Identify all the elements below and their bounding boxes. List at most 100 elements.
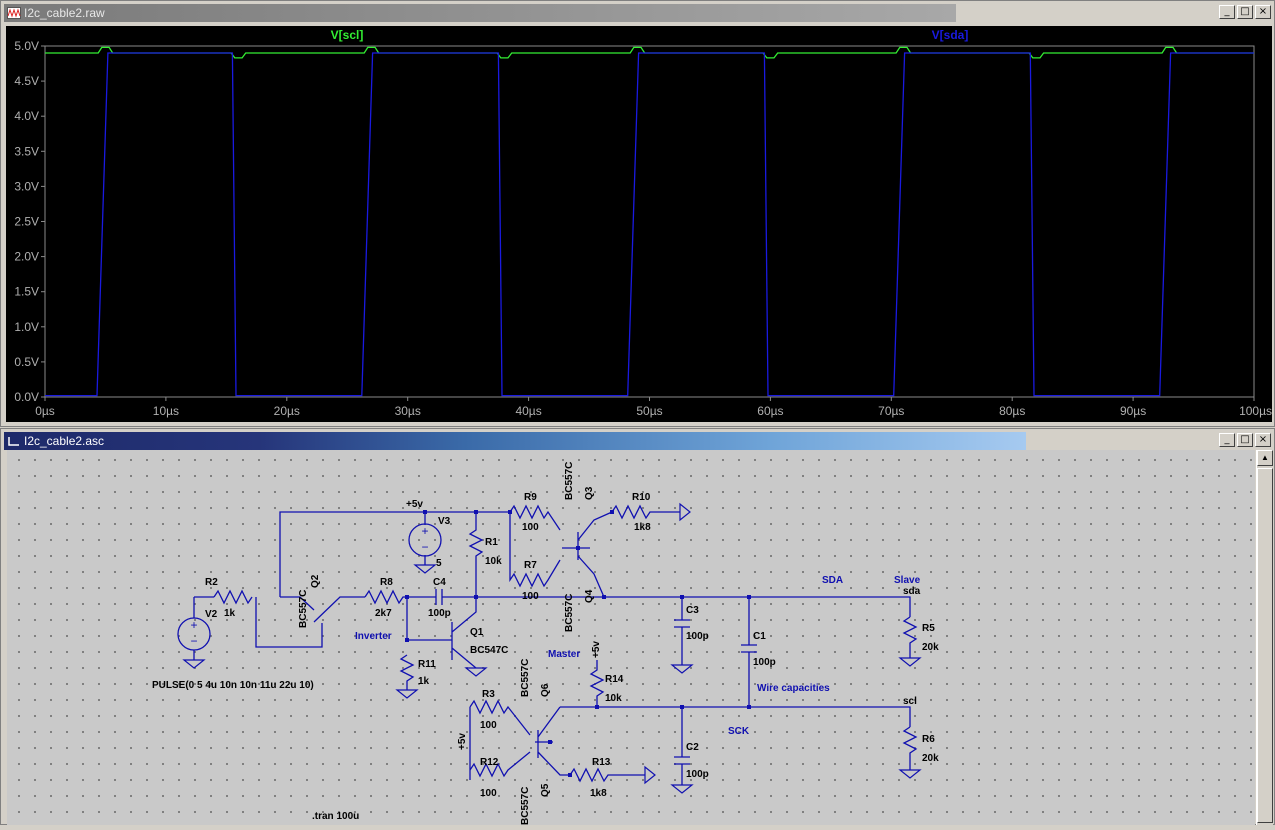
x-tick-label: 100µs xyxy=(1239,404,1272,418)
label-q5[interactable]: Q5 xyxy=(540,783,551,797)
label-pulse[interactable]: PULSE(0 5 4u 10n 10n 11u 22u 10) xyxy=(152,680,314,691)
label-c2-value[interactable]: 100p xyxy=(686,769,709,780)
label-r1[interactable]: R1 xyxy=(485,537,498,548)
minimize-button[interactable]: _ xyxy=(1219,433,1235,447)
label-r8-value[interactable]: 2k7 xyxy=(375,608,392,619)
label-r11-value[interactable]: 1k xyxy=(418,676,430,687)
label-q2[interactable]: Q2 xyxy=(310,574,321,588)
label-tran-directive[interactable]: .tran 100u xyxy=(312,811,359,822)
schematic-vertical-scrollbar[interactable]: ▲ xyxy=(1256,450,1273,825)
maximize-button[interactable]: □ xyxy=(1237,433,1253,447)
waveform-chart[interactable]: 0.0V0.5V1.0V1.5V2.0V2.5V3.0V3.5V4.0V4.5V… xyxy=(6,26,1272,422)
label-r12[interactable]: R12 xyxy=(480,757,499,768)
maximize-button[interactable]: □ xyxy=(1237,5,1253,19)
label-r2[interactable]: R2 xyxy=(205,577,218,588)
x-tick-label: 10µs xyxy=(153,404,179,418)
series-line-sda[interactable] xyxy=(45,52,1254,397)
label-r11[interactable]: R11 xyxy=(418,659,436,670)
label-q2-model[interactable]: BC557C xyxy=(298,590,309,628)
label-q1[interactable]: Q1 xyxy=(470,627,484,638)
label-q5-model[interactable]: BC557C xyxy=(520,787,531,825)
titlebar-background xyxy=(4,432,1026,450)
y-tick-label: 3.0V xyxy=(14,179,39,193)
label-q4-model[interactable]: BC557C xyxy=(564,594,575,632)
label-r5-value[interactable]: 20k xyxy=(922,642,939,653)
voltage-sources: + − + − xyxy=(177,523,442,651)
label-r3-value[interactable]: 100 xyxy=(480,720,497,731)
svg-text:+: + xyxy=(190,618,197,632)
label-scl-net[interactable]: scl xyxy=(903,696,917,707)
label-r8[interactable]: R8 xyxy=(380,577,393,588)
close-button[interactable]: × xyxy=(1255,5,1271,19)
label-slave[interactable]: Slave xyxy=(894,575,921,586)
plot-frame xyxy=(44,45,1255,398)
label-plus5v-top[interactable]: +5v xyxy=(406,499,423,510)
label-plus5v-mid[interactable]: +5v xyxy=(591,641,602,658)
scroll-up-arrow-icon[interactable]: ▲ xyxy=(1257,450,1273,466)
label-q3[interactable]: Q3 xyxy=(584,486,595,500)
label-c2[interactable]: C2 xyxy=(686,742,699,753)
trace-label-sda[interactable]: V[sda] xyxy=(932,28,969,42)
label-c4[interactable]: C4 xyxy=(433,577,446,588)
label-r13-value[interactable]: 1k8 xyxy=(590,788,607,799)
label-r12-value[interactable]: 100 xyxy=(480,788,497,799)
close-button[interactable]: × xyxy=(1255,433,1271,447)
label-r10[interactable]: R10 xyxy=(632,492,651,503)
label-r6[interactable]: R6 xyxy=(922,734,935,745)
label-c1-value[interactable]: 100p xyxy=(753,657,776,668)
scrollbar-thumb[interactable] xyxy=(1257,468,1273,823)
label-v3-value[interactable]: 5 xyxy=(436,558,442,569)
label-r7-value[interactable]: 100 xyxy=(522,591,539,602)
label-master[interactable]: Master xyxy=(548,649,580,660)
schematic-window-title: I2c_cable2.asc xyxy=(24,434,105,448)
label-r2-value[interactable]: 1k xyxy=(224,608,236,619)
label-r10-value[interactable]: 1k8 xyxy=(634,522,651,533)
label-r7[interactable]: R7 xyxy=(524,560,537,571)
label-sda-title[interactable]: SDA xyxy=(822,575,843,586)
trace-label-scl[interactable]: V[scl] xyxy=(331,28,364,42)
label-r14[interactable]: R14 xyxy=(605,674,624,685)
label-inverter[interactable]: Inverter xyxy=(355,631,392,642)
schematic-drawing[interactable]: + − + − R2 1k V2 PULSE(0 5 4u 10n 10n 11… xyxy=(7,450,1255,825)
titlebar-background xyxy=(4,4,956,22)
label-plus5v-left[interactable]: +5v xyxy=(457,733,468,750)
label-r9-value[interactable]: 100 xyxy=(522,522,539,533)
label-c4-value[interactable]: 100p xyxy=(428,608,451,619)
label-wire-capacities[interactable]: Wire capacities xyxy=(757,683,830,694)
waveform-window-title: I2c_cable2.raw xyxy=(24,6,105,20)
label-r14-value[interactable]: 10k xyxy=(605,693,622,704)
schematic-canvas[interactable]: + − + − R2 1k V2 PULSE(0 5 4u 10n 10n 11… xyxy=(7,450,1255,825)
label-r13[interactable]: R13 xyxy=(592,757,611,768)
schematic-window-controls: _ □ × xyxy=(1219,433,1271,449)
label-q1-model[interactable]: BC547C xyxy=(470,645,508,656)
series-line-scl[interactable] xyxy=(45,46,1254,59)
svg-text:−: − xyxy=(421,540,428,554)
schematic-wires xyxy=(193,504,918,785)
label-sda-net[interactable]: sda xyxy=(903,586,921,597)
plot-border xyxy=(44,45,1255,398)
label-q4[interactable]: Q4 xyxy=(584,589,595,603)
label-v3[interactable]: V3 xyxy=(438,516,451,527)
label-v2[interactable]: V2 xyxy=(205,609,218,620)
label-r5[interactable]: R5 xyxy=(922,623,935,634)
label-c1[interactable]: C1 xyxy=(753,631,766,642)
y-tick-label: 0.5V xyxy=(14,355,39,369)
x-tick-label: 40µs xyxy=(515,404,541,418)
minimize-button[interactable]: _ xyxy=(1219,5,1235,19)
label-q6-model[interactable]: BC557C xyxy=(520,659,531,697)
label-r6-value[interactable]: 20k xyxy=(922,753,939,764)
waveform-titlebar[interactable]: I2c_cable2.raw _ □ × xyxy=(4,4,1273,22)
axis-ticks: 0.0V0.5V1.0V1.5V2.0V2.5V3.0V3.5V4.0V4.5V… xyxy=(14,39,1272,418)
schematic-titlebar[interactable]: I2c_cable2.asc _ □ × xyxy=(4,432,1273,450)
label-q3-model[interactable]: BC557C xyxy=(564,462,575,500)
label-r9[interactable]: R9 xyxy=(524,492,537,503)
schematic-file-icon xyxy=(8,437,19,446)
label-r1-value[interactable]: 10k xyxy=(485,556,502,567)
label-c3[interactable]: C3 xyxy=(686,605,699,616)
label-r3[interactable]: R3 xyxy=(482,689,495,700)
label-sck-title[interactable]: SCK xyxy=(728,726,750,737)
label-q6[interactable]: Q6 xyxy=(540,683,551,697)
label-c3-value[interactable]: 100p xyxy=(686,631,709,642)
ground-symbols xyxy=(182,502,922,794)
